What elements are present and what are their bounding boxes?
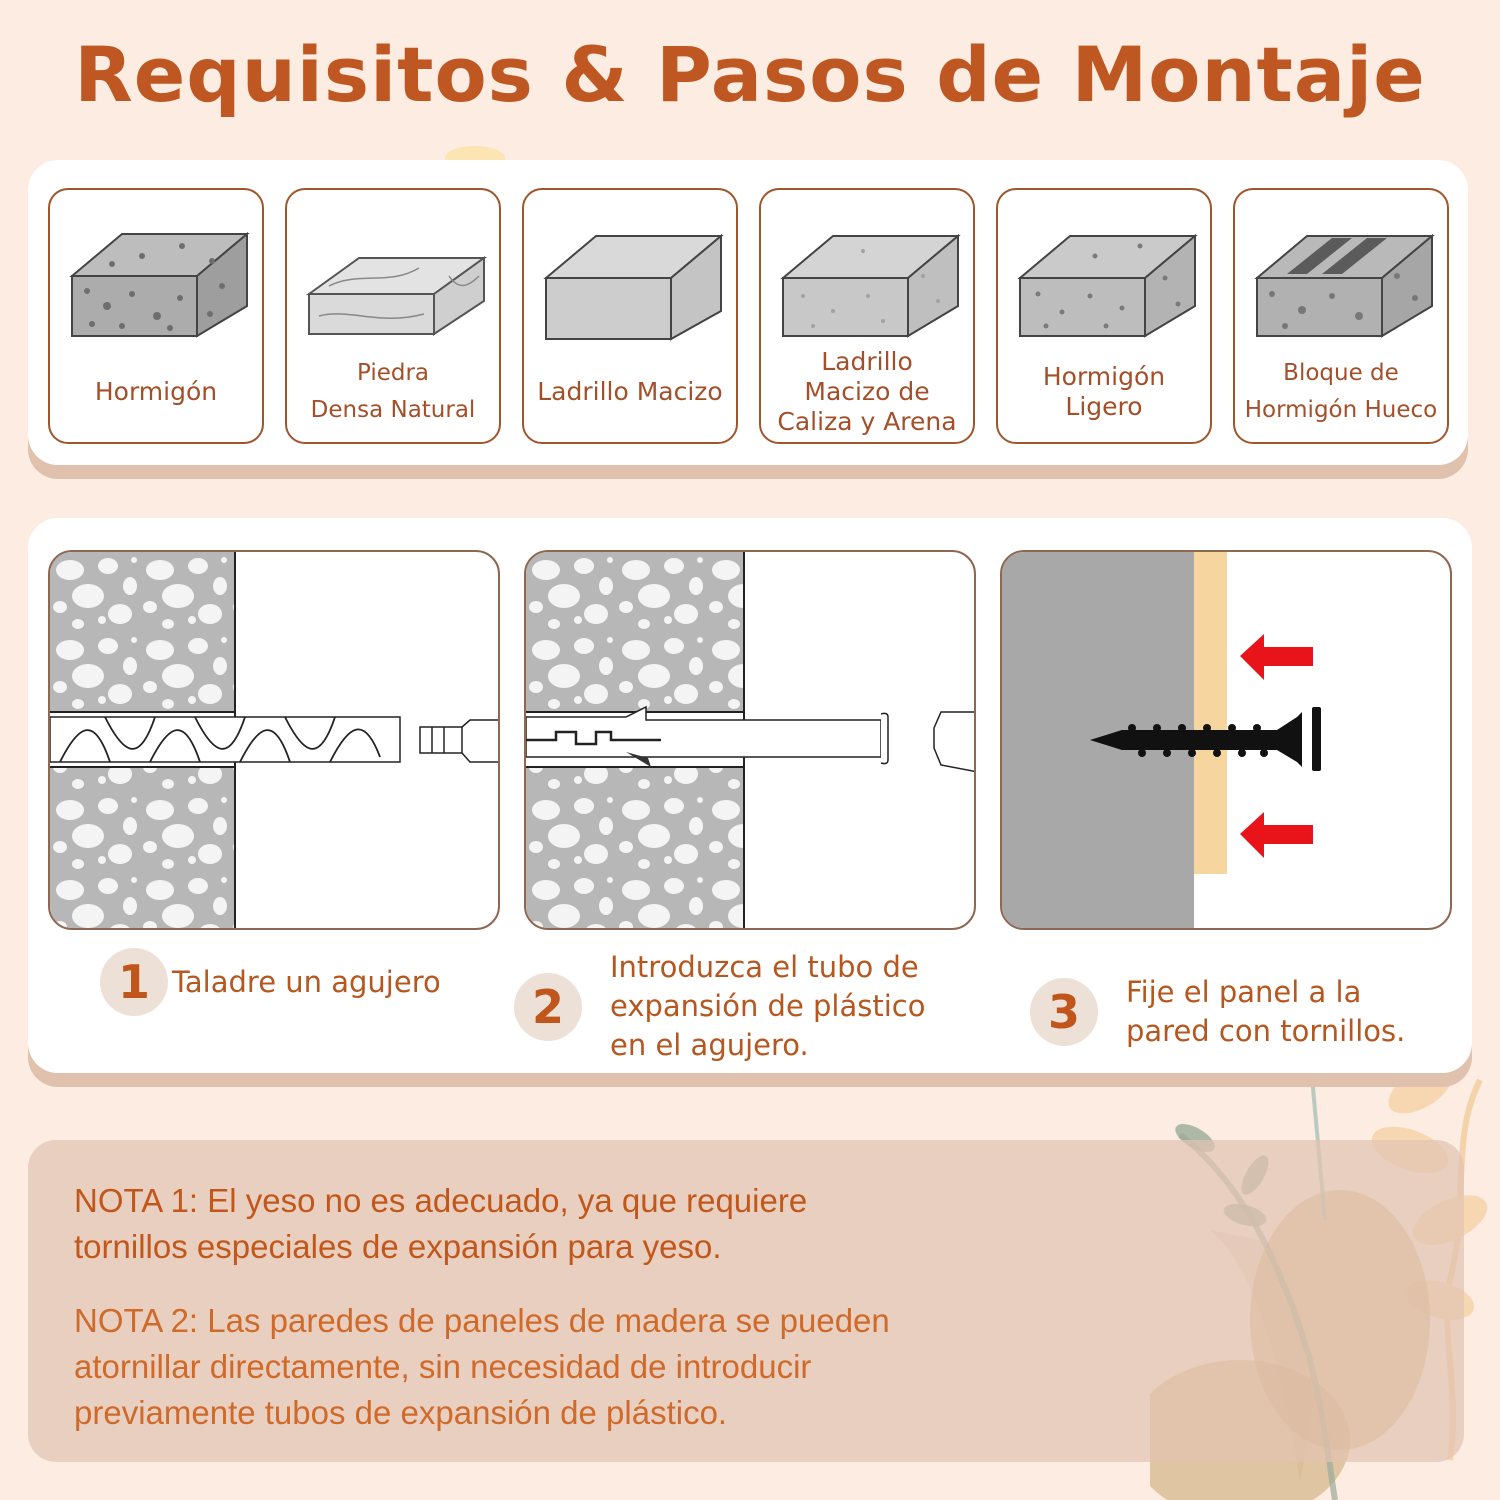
note-1: NOTA 1: El yeso no es adecuado, ya que r… — [74, 1182, 808, 1265]
step-text: Introduzca el tubo de expansión de plást… — [610, 950, 926, 1062]
step-3-illustration — [1000, 550, 1452, 930]
material-label: Bloque de Hormigón Hueco — [1244, 360, 1438, 423]
materials-panel: Hormigón Piedra Densa Natural Ladrillo M… — [28, 160, 1468, 465]
notes-panel: NOTA 1: El yeso no es adecuado, ya que r… — [28, 1140, 1464, 1462]
step-text: Fije el panel a la pared con tornillos. — [1126, 975, 1406, 1048]
step-text: Taladre un agujero — [172, 964, 441, 999]
material-card-hormigon-ligero: Hormigón Ligero — [996, 188, 1212, 444]
plastic-anchor-in-concrete-icon — [526, 552, 974, 928]
assembly-steps-panel: 1 Taladre un agujero 2 Introduzca el tub… — [28, 518, 1472, 1073]
natural-stone-block-icon — [305, 256, 488, 336]
hollow-concrete-block-icon — [1254, 233, 1435, 338]
note-2: NOTA 2: Las paredes de paneles de madera… — [74, 1302, 890, 1431]
material-label: Piedra Densa Natural — [310, 360, 476, 423]
step-2-caption: 2 Introduzca el tubo de expansión de plá… — [514, 948, 926, 1065]
material-card-hormigon: Hormigón — [48, 188, 264, 444]
material-label: Hormigón — [94, 377, 218, 406]
material-card-ladrillo-macizo: Ladrillo Macizo — [522, 188, 738, 444]
step-1-illustration — [48, 550, 500, 930]
step-number-badge: 2 — [514, 972, 582, 1041]
material-label: Hormigón Ligero — [1042, 362, 1166, 421]
step-3-caption: 3 Fije el panel a la pared con tornillos… — [1030, 973, 1405, 1051]
step-1-caption: 1 Taladre un agujero — [100, 948, 441, 1016]
material-label: Ladrillo Macizo de Caliza y Arena — [777, 347, 957, 436]
material-card-bloque-hueco: Bloque de Hormigón Hueco — [1233, 188, 1449, 444]
screw-panel-to-wall-icon — [1002, 552, 1321, 928]
page-title: Requisitos & Pasos de Montaje — [74, 30, 1426, 119]
material-card-piedra: Piedra Densa Natural — [285, 188, 501, 444]
arrow-left-icon — [1240, 812, 1313, 858]
solid-brick-icon — [543, 233, 724, 341]
lightweight-concrete-block-icon — [1017, 233, 1198, 338]
concrete-block-icon — [69, 231, 250, 338]
material-label: Ladrillo Macizo — [537, 377, 723, 406]
sand-lime-brick-icon — [780, 233, 961, 338]
step-number-badge: 1 — [100, 948, 168, 1016]
step-2-illustration — [524, 550, 976, 930]
drill-bit-in-concrete-icon — [50, 552, 498, 928]
step-number-badge: 3 — [1030, 978, 1098, 1046]
arrow-left-icon — [1240, 634, 1313, 680]
material-card-ladrillo-caliza-arena: Ladrillo Macizo de Caliza y Arena — [759, 188, 975, 444]
